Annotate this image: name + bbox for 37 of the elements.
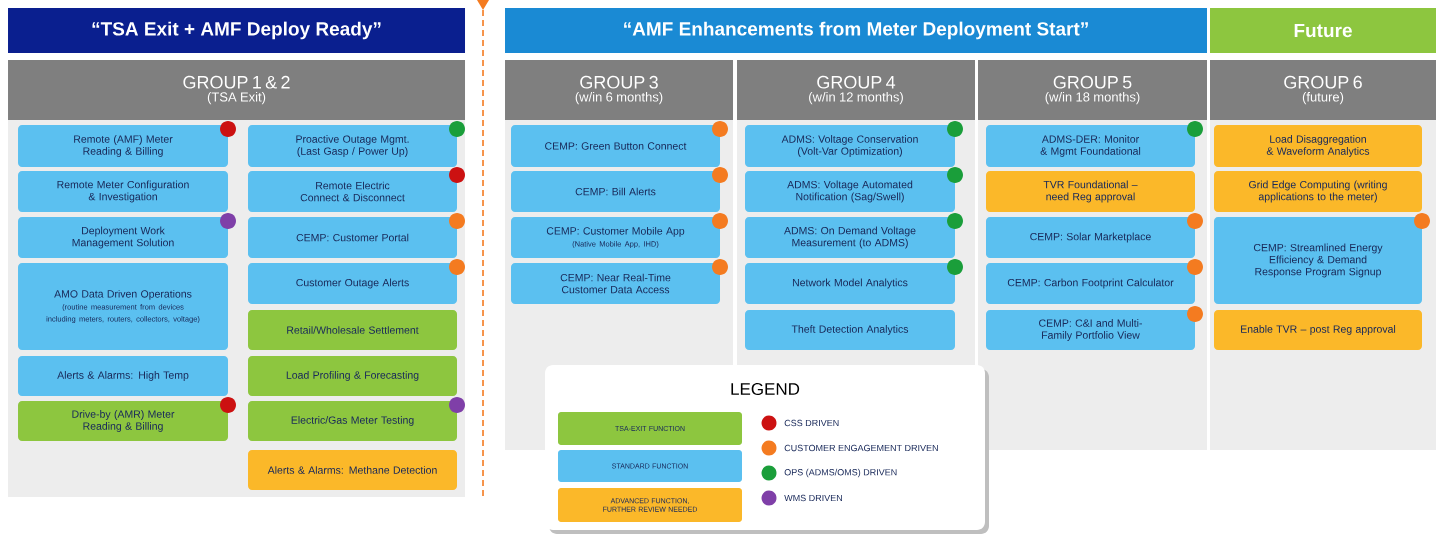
legend-text: CSS DRIVEN [784, 419, 839, 427]
function-box: CEMP: Customer Portal [248, 217, 457, 258]
function-box: ADMS-DER: Monitor & Mgmt Foundational [986, 125, 1195, 167]
function-box: Theft Detection Analytics [745, 310, 955, 350]
function-box: Load Profiling & Forecasting [248, 356, 457, 396]
function-box: Remote Electric Connect & Disconnect [248, 171, 457, 212]
function-box: CEMP: Carbon Footprint Calculator [986, 263, 1195, 304]
function-box: TVR Foundational – need Reg approval [986, 171, 1195, 212]
title-band: Future [1210, 8, 1436, 53]
function-box: CEMP: Green Button Connect [511, 125, 720, 167]
function-box: Deployment Work Management Solution [18, 217, 228, 258]
function-box: Electric/Gas Meter Testing [248, 401, 457, 441]
legend-text: CUSTOMER ENGAGEMENT DRIVEN [784, 444, 938, 452]
function-box: Retail/Wholesale Settlement [248, 310, 457, 350]
function-box: Remote Meter Configuration & Investigation [18, 171, 228, 212]
function-box: Network Model Analytics [745, 263, 955, 304]
function-box: Customer Outage Alerts [248, 263, 457, 304]
function-box: CEMP: Near Real-Time Customer Data Access [511, 263, 720, 304]
function-box: Proactive Outage Mgmt. (Last Gasp / Power Up) [248, 125, 457, 167]
legend-text: WMS DRIVEN [784, 494, 842, 502]
legend-text: OPS (ADMS/OMS) DRIVEN [784, 468, 897, 478]
function-box: CEMP: Streamlined Energy Efficiency & Demand Response Program Signup [1214, 217, 1422, 304]
function-box: CEMP: Solar Marketplace [986, 217, 1195, 258]
function-box: CEMP: Bill Alerts [511, 171, 720, 212]
function-box: Alerts & Alarms: High Temp [18, 356, 228, 396]
function-box: Load Disaggregation & Waveform Analytics [1214, 125, 1422, 167]
title-band: “TSA Exit + AMF Deploy Ready” [8, 8, 465, 53]
function-box: ADMS: Voltage Conservation (Volt-Var Optimization) [745, 125, 955, 167]
function-box: Drive-by (AMR) Meter Reading & Billing [18, 401, 228, 441]
function-box: ADMS: On Demand Voltage Measurement (to ADMS) [745, 217, 955, 258]
function-box: Grid Edge Computing (writing applications to the meter) [1214, 171, 1422, 212]
title-band: “AMF Enhancements from Meter Deployment Start” [505, 8, 1207, 53]
function-box: Remote (AMF) Meter Reading & Billing [18, 125, 228, 167]
function-box: ADMS: Voltage Automated Notification (Sag/Swell) [745, 171, 955, 212]
function-box: CEMP: C&I and Multi-Family Portfolio View [986, 310, 1195, 350]
function-box: Enable TVR – post Reg approval [1214, 310, 1422, 350]
function-box: Alerts & Alarms: Methane Detection [248, 450, 457, 490]
